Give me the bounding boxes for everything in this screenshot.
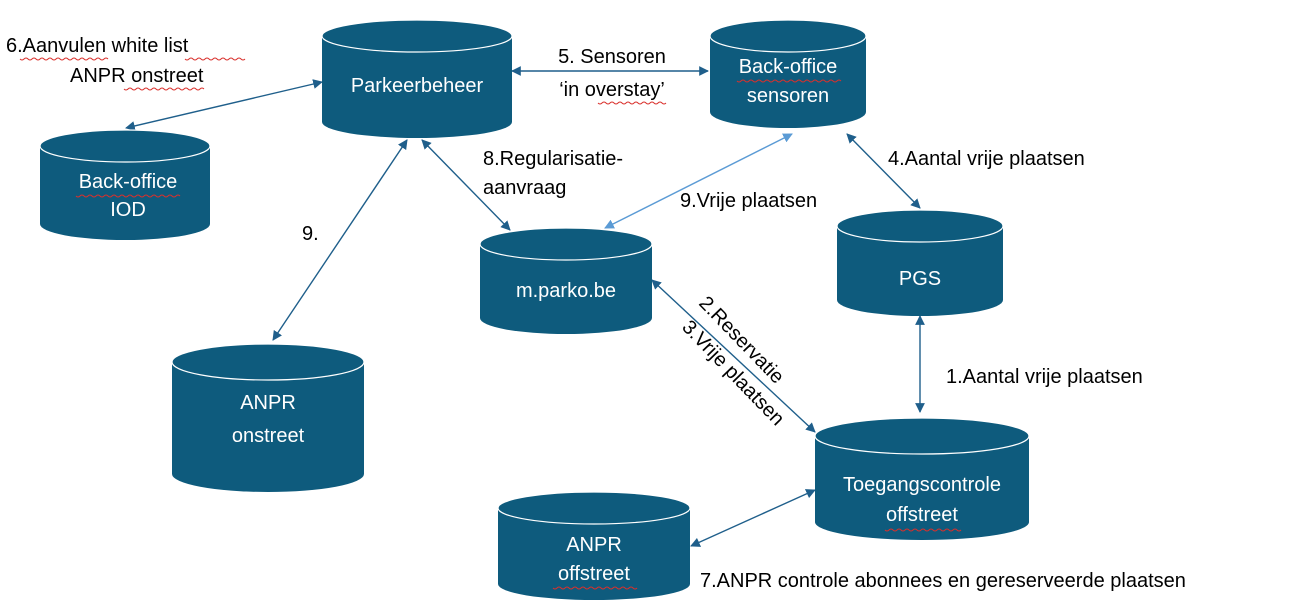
- anpr-onstreet-label-line2: onstreet: [232, 425, 305, 447]
- node-m-parko: m.parko.be: [479, 227, 653, 334]
- anpr-offstreet-label-line1: ANPR: [566, 534, 622, 556]
- back-office-iod-label-line2: IOD: [110, 199, 146, 221]
- toegangscontrole-label-line2: offstreet: [886, 504, 958, 526]
- label-regularisatie-line2: aanvraag: [483, 177, 566, 199]
- label-anpr-controle: 7.ANPR controle abonnees en gereserveerd…: [700, 570, 1186, 592]
- spellcheck-underline: [597, 101, 667, 105]
- back-office-sensoren-label-line2: sensoren: [747, 85, 829, 107]
- label-aanvulen-white-list-line1: 6.Aanvulen white list: [6, 35, 189, 57]
- arrow-back-office-sensoren-pgs: [846, 133, 921, 209]
- node-pgs: PGS: [836, 209, 1004, 316]
- spellcheck-underline: [123, 87, 205, 91]
- anpr-offstreet-label-line2: offstreet: [558, 563, 630, 585]
- arrow-back-office-sensoren-m-parko: [604, 133, 793, 229]
- node-anpr-onstreet: ANPR onstreet: [171, 343, 365, 492]
- node-back-office-sensoren: Back-office sensoren: [709, 19, 867, 128]
- spellcheck-underline: [736, 79, 842, 83]
- back-office-iod-label-line1: Back-office: [79, 171, 178, 193]
- label-sensoren-line1: 5. Sensoren: [558, 46, 666, 68]
- arrow-parkeerbeheer-m-parko: [421, 139, 511, 231]
- arrow-m-parko-toegangscontrole: [651, 279, 816, 433]
- toegangscontrole-label-line1: Toegangscontrole: [843, 474, 1001, 496]
- spellcheck-underline: [184, 57, 246, 61]
- spellcheck-underline: [19, 57, 109, 61]
- parkeerbeheer-label: Parkeerbeheer: [351, 75, 484, 97]
- arrow-parkeerbeheer-back-office-iod: [125, 79, 323, 131]
- label-aantal-vrije-4: 4.Aantal vrije plaatsen: [888, 148, 1085, 170]
- label-regularisatie-line1: 8.Regularisatie-: [483, 148, 623, 170]
- node-back-office-iod: Back-office IOD: [39, 129, 211, 240]
- label-vrije-plaatsen-9: 9.Vrije plaatsen: [680, 190, 817, 212]
- spellcheck-underline: [552, 586, 638, 590]
- node-toegangscontrole: Toegangscontrole offstreet: [814, 417, 1030, 540]
- label-sensoren-line2: ‘in overstay’: [559, 79, 665, 101]
- anpr-onstreet-label-line1: ANPR: [240, 392, 296, 414]
- spellcheck-underline: [884, 528, 962, 532]
- label-nine: 9.: [302, 223, 319, 245]
- back-office-sensoren-label-line1: Back-office: [739, 56, 838, 78]
- label-aanvulen-white-list-line2: ANPR onstreet: [70, 65, 204, 87]
- label-aantal-vrije-1: 1.Aantal vrije plaatsen: [946, 366, 1143, 388]
- node-parkeerbeheer: Parkeerbeheer: [321, 19, 513, 138]
- arrow-parkeerbeheer-anpr-onstreet: [272, 139, 408, 341]
- spellcheck-underline: [75, 194, 181, 198]
- arrow-toegangscontrole-anpr-offstreet: [690, 489, 816, 547]
- pgs-label: PGS: [899, 268, 941, 290]
- node-anpr-offstreet: ANPR offstreet: [497, 491, 691, 600]
- m-parko-label: m.parko.be: [516, 280, 616, 302]
